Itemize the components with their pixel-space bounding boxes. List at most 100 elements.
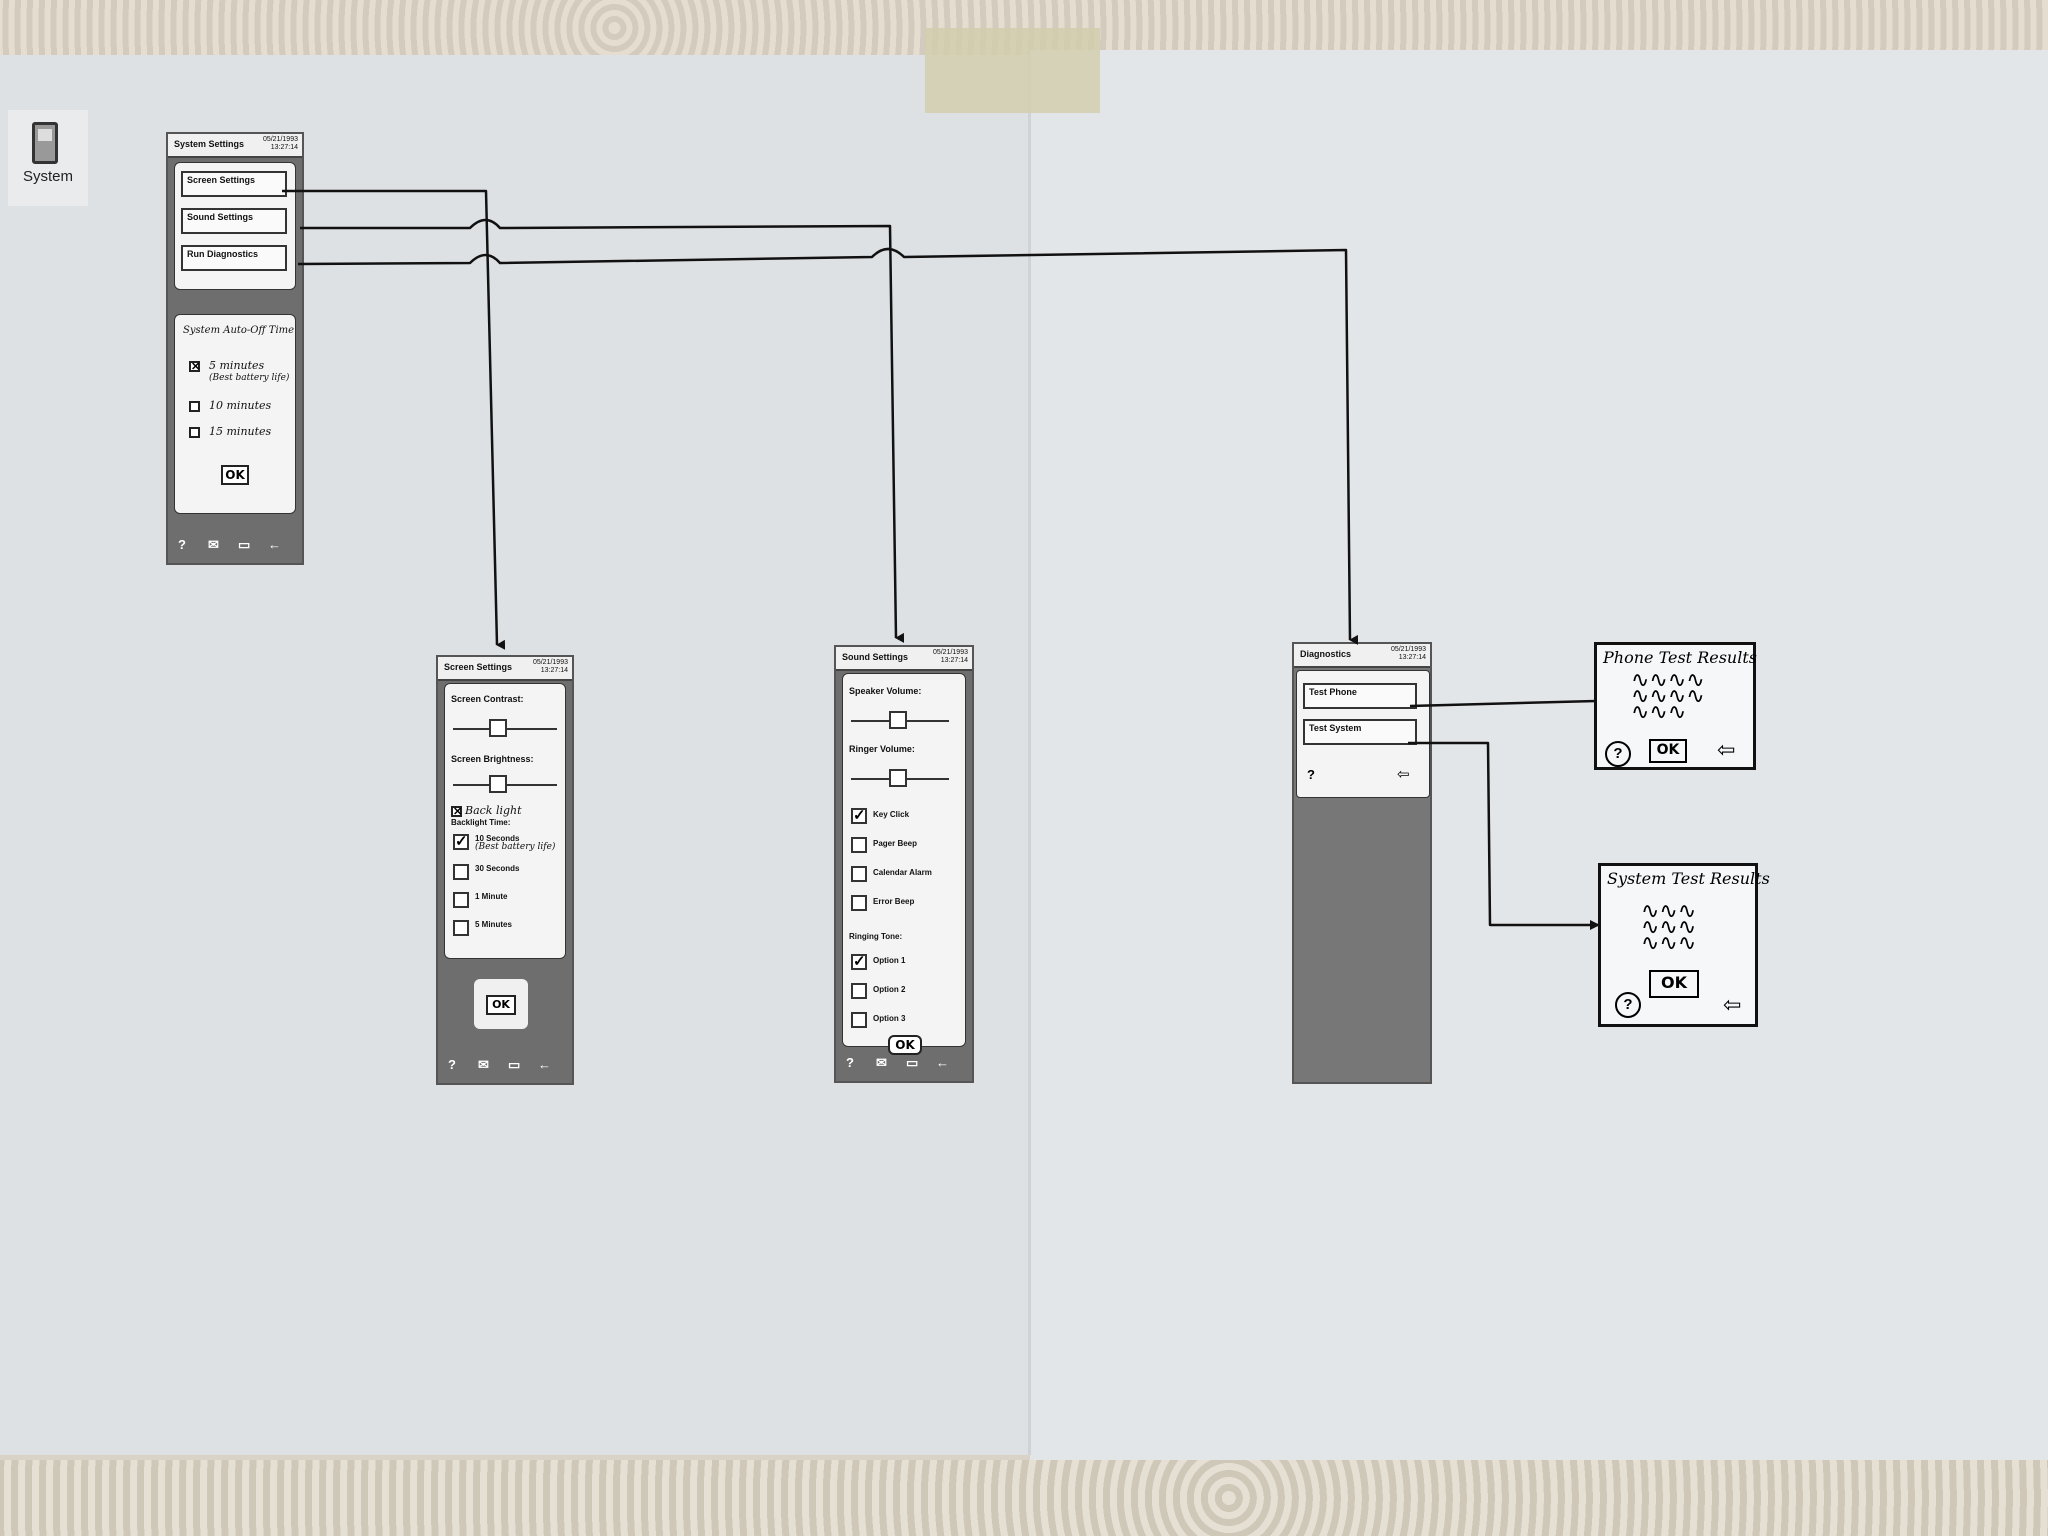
auto-off-15-label: 15 minutes bbox=[209, 425, 272, 438]
help-icon[interactable]: ? bbox=[846, 1055, 854, 1070]
back-arrow-icon[interactable]: ⇦ bbox=[1723, 992, 1742, 1017]
help-icon[interactable]: ? bbox=[1605, 741, 1631, 767]
calendar-alarm-label: Calendar Alarm bbox=[873, 868, 932, 877]
connector-test-system bbox=[1408, 741, 1600, 930]
backlight-1m-checkbox[interactable] bbox=[453, 892, 469, 908]
handheld-device-icon bbox=[32, 122, 58, 164]
diagnostics-panel: Test Phone Test System ? ⇦ bbox=[1296, 670, 1430, 798]
backlight-30s-checkbox[interactable] bbox=[453, 864, 469, 880]
settings-menu-panel: Screen Settings Sound Settings Run Diagn… bbox=[174, 162, 296, 290]
ok-button[interactable]: OK bbox=[221, 465, 249, 485]
ringer-volume-label: Ringer Volume: bbox=[849, 744, 915, 754]
tone-option-2-checkbox[interactable] bbox=[851, 983, 867, 999]
bottom-nav: ? ✉ ▭ ← bbox=[168, 527, 302, 563]
placeholder-text-squiggles: ∿∿∿∿∿∿∿∿∿ bbox=[1641, 899, 1697, 956]
pager-beep-checkbox[interactable] bbox=[851, 837, 867, 853]
key-click-checkbox[interactable]: ✓ bbox=[851, 807, 867, 824]
connector-run-diagnostics bbox=[297, 247, 1359, 645]
screen-title: Sound Settings bbox=[842, 652, 908, 662]
backlight-10s-label: 10 Seconds bbox=[475, 834, 520, 843]
folder-icon[interactable]: ▭ bbox=[238, 537, 251, 552]
screen-title: System Settings bbox=[174, 139, 245, 149]
backlight-5m-label: 5 Minutes bbox=[475, 920, 512, 929]
speaker-volume-slider[interactable] bbox=[889, 711, 907, 729]
system-app-icon[interactable]: System bbox=[8, 110, 88, 206]
calendar-alarm-checkbox[interactable] bbox=[851, 866, 867, 882]
tone-option-2-label: Option 2 bbox=[873, 985, 906, 994]
connector-test-phone bbox=[1409, 699, 1597, 708]
back-arrow-icon[interactable]: ⇦ bbox=[1397, 766, 1410, 783]
back-arrow-icon[interactable]: ← bbox=[936, 1055, 949, 1070]
backlight-checkbox[interactable]: ✕ bbox=[451, 806, 463, 818]
contrast-label: Screen Contrast: bbox=[451, 694, 524, 704]
auto-off-5-label: 5 minutes bbox=[209, 359, 265, 372]
brightness-label: Screen Brightness: bbox=[451, 754, 534, 764]
mail-icon[interactable]: ✉ bbox=[478, 1057, 489, 1072]
folder-icon[interactable]: ▭ bbox=[906, 1055, 919, 1070]
auto-off-10-label: 10 minutes bbox=[209, 399, 272, 412]
ok-button[interactable]: OK bbox=[888, 1035, 922, 1055]
screen-title: Screen Settings bbox=[444, 662, 513, 672]
auto-off-15-checkbox[interactable] bbox=[189, 427, 200, 438]
ok-button[interactable]: OK bbox=[1649, 970, 1699, 998]
system-app-label: System bbox=[22, 168, 73, 185]
tone-option-3-label: Option 3 bbox=[873, 1014, 906, 1023]
backlight-30s-label: 30 Seconds bbox=[475, 864, 520, 873]
brightness-slider[interactable] bbox=[489, 775, 507, 793]
auto-off-panel: System Auto-Off Time ✕ 5 minutes (Best b… bbox=[174, 314, 296, 514]
help-icon[interactable]: ? bbox=[1307, 767, 1315, 782]
contrast-slider[interactable] bbox=[489, 719, 507, 737]
backlight-time-label: Backlight Time: bbox=[451, 818, 511, 827]
backlight-label: Back light bbox=[465, 804, 522, 817]
wall-background bbox=[0, 1460, 2048, 1536]
back-arrow-icon[interactable]: ⇦ bbox=[1717, 737, 1736, 762]
mail-icon[interactable]: ✉ bbox=[876, 1055, 887, 1070]
test-phone-button[interactable]: Test Phone bbox=[1303, 683, 1417, 709]
auto-off-5-note: (Best battery life) bbox=[209, 373, 290, 383]
tone-option-3-checkbox[interactable] bbox=[851, 1012, 867, 1028]
error-beep-checkbox[interactable] bbox=[851, 895, 867, 911]
screen-settings-button[interactable]: Screen Settings bbox=[181, 171, 287, 197]
run-diagnostics-button[interactable]: Run Diagnostics bbox=[181, 245, 287, 271]
connector-sound-settings bbox=[300, 218, 905, 643]
bottom-nav: ? ✉ ▭ ← bbox=[836, 1045, 972, 1081]
ok-button[interactable]: OK bbox=[1649, 739, 1687, 763]
back-arrow-icon[interactable]: ← bbox=[538, 1057, 551, 1072]
pager-beep-label: Pager Beep bbox=[873, 839, 918, 848]
sound-settings-button[interactable]: Sound Settings bbox=[181, 208, 287, 234]
bottom-nav: ? ✉ ▭ ← bbox=[438, 1047, 572, 1083]
help-icon[interactable]: ? bbox=[1615, 992, 1641, 1018]
test-system-button[interactable]: Test System bbox=[1303, 719, 1417, 745]
ringer-volume-slider[interactable] bbox=[889, 769, 907, 787]
back-arrow-icon[interactable]: ← bbox=[268, 537, 281, 552]
folder-icon[interactable]: ▭ bbox=[508, 1057, 521, 1072]
tone-option-1-checkbox[interactable]: ✓ bbox=[851, 953, 867, 970]
error-beep-label: Error Beep bbox=[873, 897, 915, 906]
phone-test-results-sketch: Phone Test Results ∿∿∿∿∿∿∿∿∿∿∿ ? OK ⇦ bbox=[1594, 642, 1757, 770]
ok-button[interactable]: OK bbox=[486, 995, 516, 1015]
help-icon[interactable]: ? bbox=[448, 1057, 456, 1072]
mail-icon[interactable]: ✉ bbox=[208, 537, 219, 552]
speaker-volume-label: Speaker Volume: bbox=[849, 686, 922, 696]
ringing-tone-label: Ringing Tone: bbox=[849, 932, 903, 941]
connector-screen-settings bbox=[282, 189, 506, 650]
auto-off-title: System Auto-Off Time bbox=[183, 325, 295, 336]
sketch-title: System Test Results bbox=[1607, 869, 1770, 888]
auto-off-10-checkbox[interactable] bbox=[189, 401, 200, 412]
backlight-10s-checkbox[interactable]: ✓ bbox=[453, 833, 469, 850]
help-icon[interactable]: ? bbox=[178, 537, 186, 552]
auto-off-5-checkbox[interactable]: ✕ bbox=[189, 361, 201, 373]
backlight-5m-checkbox[interactable] bbox=[453, 920, 469, 936]
paper-fold bbox=[1028, 55, 1031, 1455]
